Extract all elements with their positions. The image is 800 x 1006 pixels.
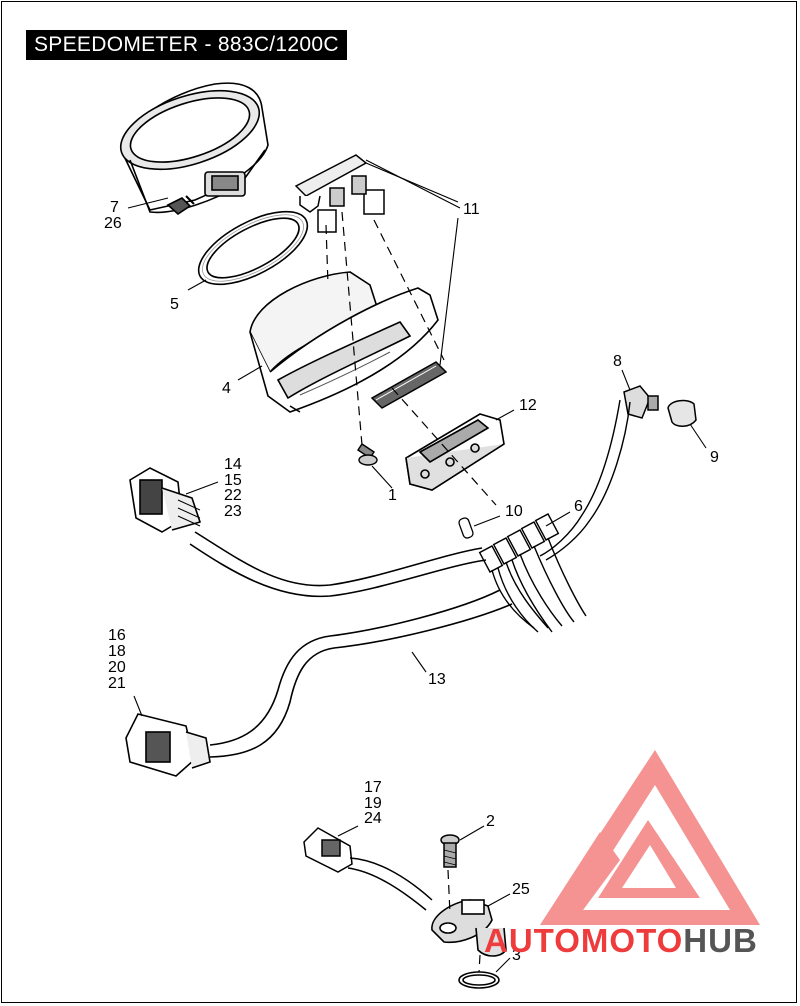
callout-1: 1 <box>388 487 397 504</box>
callout-labels: 7 26 11 5 4 8 9 12 1 14 15 22 23 10 6 16… <box>104 199 719 964</box>
automotohub-logo <box>540 750 760 925</box>
cable-part-13 <box>189 531 513 758</box>
bulb-cap-part-9 <box>667 399 697 427</box>
speedometer-head-part-7 <box>119 82 269 216</box>
connector-part-16 <box>125 713 211 777</box>
speed-sensor-part-25 <box>431 899 507 957</box>
screw-part-1 <box>357 443 378 466</box>
bezel-part-12 <box>405 413 505 491</box>
callout-10: 10 <box>505 503 523 520</box>
callout-26: 26 <box>104 215 122 232</box>
callout-5: 5 <box>170 296 179 313</box>
watermark-moto: MOTO <box>581 922 683 959</box>
connector-part-17 <box>303 827 433 911</box>
callout-24: 24 <box>364 810 382 827</box>
watermark-auto: AUTO <box>484 922 581 959</box>
callout-9: 9 <box>710 449 719 466</box>
callout-6: 6 <box>574 498 583 515</box>
callout-23: 23 <box>224 503 242 520</box>
bracket-part-11 <box>294 154 385 233</box>
callout-8: 8 <box>613 353 622 370</box>
callout-12: 12 <box>519 397 537 414</box>
bolt-part-2 <box>440 834 460 868</box>
callout-16: 16 <box>108 627 126 644</box>
callout-21: 21 <box>108 675 126 692</box>
bulb-part-10 <box>458 517 474 539</box>
callout-7: 7 <box>110 199 119 216</box>
callout-3: 3 <box>512 947 521 964</box>
callout-2: 2 <box>486 813 495 830</box>
watermark-hub: HUB <box>683 922 758 959</box>
gasket-part-5 <box>197 210 309 286</box>
assembly-guide-lines <box>325 211 497 973</box>
wire-harness-part-6 <box>478 399 631 633</box>
housing-part-4 <box>249 271 439 413</box>
callout-18: 18 <box>108 643 126 660</box>
callout-11: 11 <box>463 201 480 218</box>
connector-part-14 <box>129 467 202 533</box>
o-ring-part-3 <box>458 971 500 989</box>
lens-part-12a <box>370 361 448 409</box>
callout-17: 17 <box>364 779 382 796</box>
socket-part-8 <box>623 385 659 419</box>
callout-25: 25 <box>512 881 530 898</box>
callout-22: 22 <box>224 487 242 504</box>
callout-14: 14 <box>224 456 242 473</box>
watermark-text: AUTOMOTOHUB <box>484 922 758 959</box>
leader-lines <box>127 159 707 973</box>
callout-4: 4 <box>222 380 231 397</box>
callout-20: 20 <box>108 659 126 676</box>
callout-19: 19 <box>364 795 382 812</box>
callout-13: 13 <box>428 671 446 688</box>
diagram-title: SPEEDOMETER - 883C/1200C <box>26 30 347 60</box>
callout-15: 15 <box>224 472 242 489</box>
